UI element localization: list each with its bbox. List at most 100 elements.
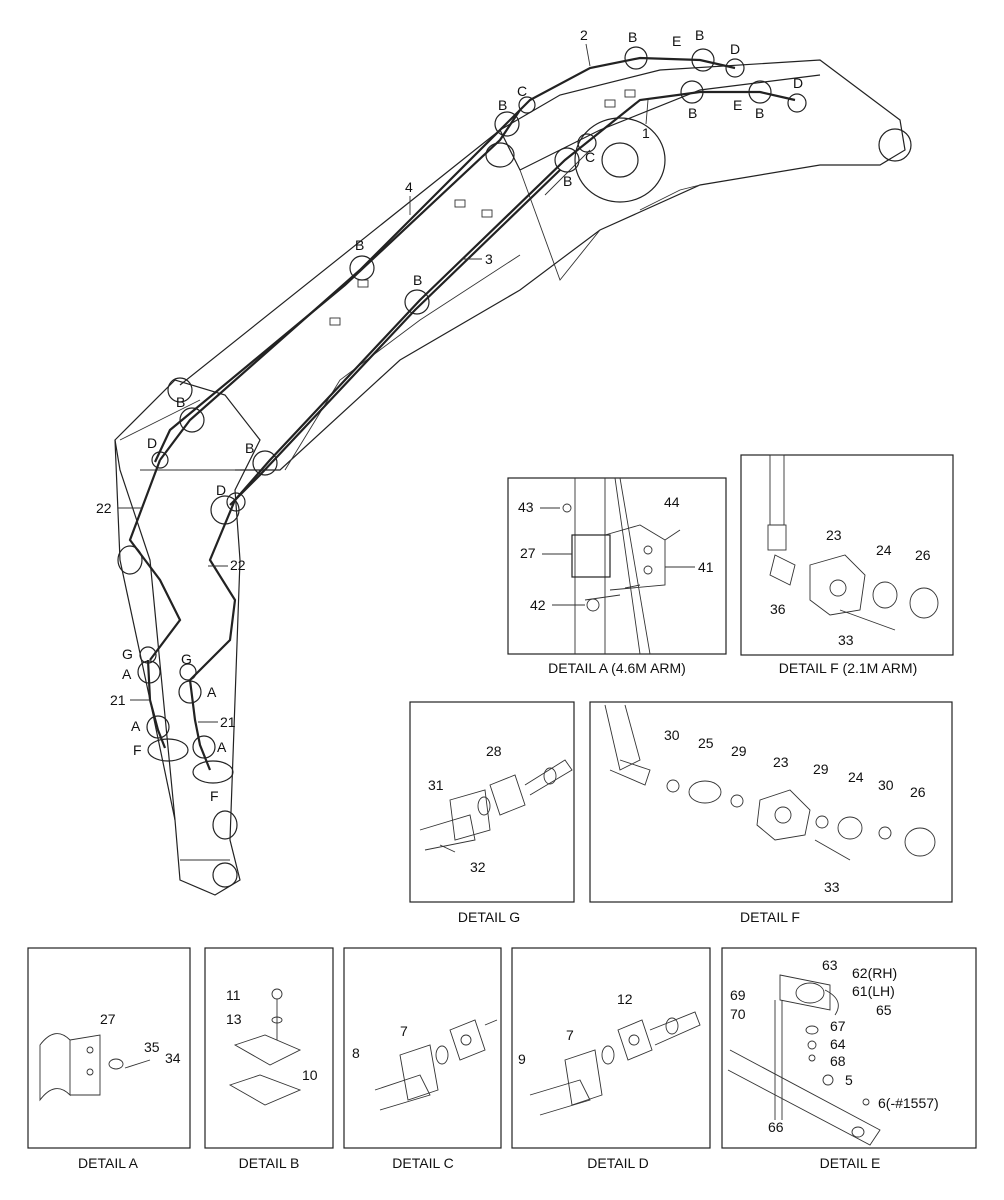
label-B: B [413,272,422,288]
detail-callout-circles [137,46,807,784]
part-26: 26 [910,784,926,800]
part-65: 65 [876,1002,892,1018]
part-44: 44 [664,494,680,510]
part-32: 32 [470,859,486,875]
part-64: 64 [830,1036,846,1052]
part-66: 66 [768,1119,784,1135]
label-hose-22: 22 [230,557,246,573]
part-7: 7 [400,1023,408,1039]
detail-f-2-1m-arm: 23 24 26 36 33 [740,454,954,656]
label-hose-1: 1 [642,125,650,141]
detail-e: 63 62(RH) 61(LH) 69 65 70 67 64 68 5 6(-… [721,947,977,1149]
part-42: 42 [530,597,546,613]
part-34: 34 [165,1050,181,1066]
part-6: 6(-#1557) [878,1095,939,1111]
label-hose-22: 22 [96,500,112,516]
label-A: A [131,718,141,734]
label-hose-2: 2 [580,27,588,43]
main-diagram-labels: 2 B E B D D E B B 1 C B C B 4 B 3 B B D … [96,27,803,804]
detail-c-caption: DETAIL C [392,1155,453,1171]
label-A: A [122,666,132,682]
part-11: 11 [226,987,241,1003]
part-41: 41 [698,559,714,575]
label-G: G [181,651,192,667]
label-B: B [245,440,254,456]
part-69: 69 [730,987,746,1003]
detail-b: 11 13 10 [204,947,334,1149]
label-A: A [217,739,227,755]
part-7: 7 [566,1027,574,1043]
part-68: 68 [830,1053,846,1069]
detail-d-caption: DETAIL D [587,1155,648,1171]
part-33: 33 [824,879,840,895]
label-C: C [517,83,527,99]
label-B: B [755,105,764,121]
detail-a-caption: DETAIL A [78,1155,139,1171]
label-A: A [207,684,217,700]
detail-g-caption: DETAIL G [458,909,520,925]
part-24: 24 [848,769,864,785]
part-62-rh: 62(RH) [852,965,897,981]
label-B: B [498,97,507,113]
detail-a-4-6m-arm: 43 44 27 41 42 [507,477,727,655]
label-F: F [133,742,142,758]
detail-a: 27 35 34 [27,947,191,1149]
label-G: G [122,646,133,662]
detail-e-caption: DETAIL E [820,1155,881,1171]
detail-f-caption: DETAIL F [740,909,800,925]
detail-b-caption: DETAIL B [239,1155,300,1171]
part-31: 31 [428,777,444,793]
label-B: B [695,27,704,43]
part-36: 36 [770,601,786,617]
part-23: 23 [826,527,842,543]
part-61-lh: 61(LH) [852,983,895,999]
part-63: 63 [822,957,838,973]
label-hose-21: 21 [110,692,126,708]
label-hose-4: 4 [405,179,413,195]
label-F: F [210,788,219,804]
part-25: 25 [698,735,714,751]
part-8: 8 [352,1045,360,1061]
label-D: D [730,41,740,57]
hose-lines [128,56,796,771]
label-D: D [793,75,803,91]
label-E: E [672,33,681,49]
detail-f: 30 25 29 23 29 24 30 26 33 [589,701,953,903]
part-30: 30 [878,777,894,793]
part-10: 10 [302,1067,318,1083]
part-70: 70 [730,1006,746,1022]
detail-c: 7 8 [343,947,502,1149]
part-26: 26 [915,547,931,563]
part-28: 28 [486,743,502,759]
label-B: B [176,394,185,410]
part-29: 29 [731,743,747,759]
label-C: C [585,149,595,165]
label-hose-21: 21 [220,714,236,730]
part-9: 9 [518,1051,526,1067]
part-35: 35 [144,1039,160,1055]
part-27: 27 [100,1011,116,1027]
part-67: 67 [830,1018,846,1034]
part-29: 29 [813,761,829,777]
part-24: 24 [876,542,892,558]
label-E: E [733,97,742,113]
detail-d: 12 7 9 [511,947,711,1149]
label-hose-3: 3 [485,251,493,267]
label-D: D [147,435,157,451]
part-12: 12 [617,991,633,1007]
part-43: 43 [518,499,534,515]
part-33: 33 [838,632,854,648]
part-5: 5 [845,1072,853,1088]
label-D: D [216,482,226,498]
label-B: B [355,237,364,253]
label-B: B [628,29,637,45]
part-27: 27 [520,545,536,561]
detail-g: 28 31 32 [409,701,575,903]
detail-f-21m-caption: DETAIL F (2.1M ARM) [779,660,917,676]
part-30: 30 [664,727,680,743]
part-13: 13 [226,1011,242,1027]
label-B: B [688,105,697,121]
detail-a-46m-caption: DETAIL A (4.6M ARM) [548,660,686,676]
label-B: B [563,173,572,189]
